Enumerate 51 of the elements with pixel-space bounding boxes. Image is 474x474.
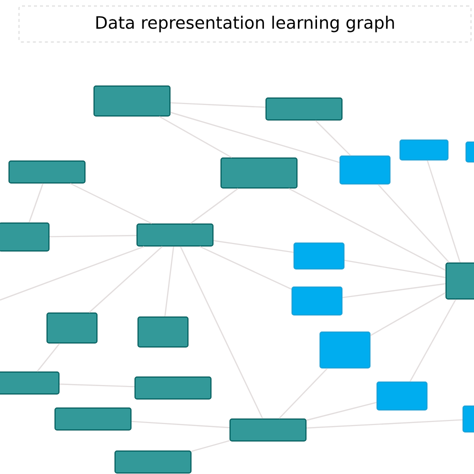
graph-node: [294, 242, 344, 270]
graph-node: [8, 160, 86, 184]
connector-line: [180, 246, 264, 419]
graph-node: [446, 262, 474, 300]
connector-line: [88, 246, 163, 313]
connector-line: [306, 402, 377, 421]
graph-node: [320, 332, 370, 368]
graph-node: [462, 406, 474, 432]
connector-line: [370, 292, 446, 336]
connector-line: [315, 120, 351, 156]
connector-line: [131, 420, 230, 428]
connector-line: [59, 384, 135, 388]
graph-node: [376, 382, 428, 410]
connector-line: [378, 184, 450, 263]
graph-node: [292, 286, 342, 316]
connector-line: [199, 246, 292, 290]
graph-node: [266, 98, 342, 120]
connector-line: [278, 368, 328, 419]
graph-node: [138, 316, 188, 348]
connector-line: [50, 234, 136, 238]
graph-node: [466, 142, 474, 162]
graph-node: [400, 140, 448, 160]
connector-line: [410, 299, 456, 382]
connector-line: [342, 283, 446, 298]
connector-line: [306, 419, 463, 429]
graph-node: [114, 450, 192, 474]
graph-node: [340, 156, 390, 184]
connector-line: [36, 343, 60, 372]
connector-line: [170, 102, 266, 108]
connector-line: [426, 160, 461, 263]
connector-line: [28, 183, 44, 223]
graph-node: [46, 312, 98, 344]
graph-node: [230, 418, 306, 442]
connector-line: [164, 246, 174, 317]
connector-line: [213, 240, 294, 253]
connector-line: [0, 246, 144, 301]
connector-line: [170, 112, 340, 164]
graph-node: [134, 376, 212, 400]
graph-node: [136, 224, 214, 246]
connector-line: [190, 188, 238, 224]
connector-line: [70, 182, 152, 224]
graph-node: [220, 158, 298, 188]
title-box: Data representation learning graph: [18, 6, 472, 42]
connector-line: [288, 188, 446, 271]
connector-line: [159, 116, 232, 158]
graph-node: [0, 372, 60, 394]
connector-line: [191, 440, 230, 452]
graph-node: [54, 408, 132, 430]
connector-line: [344, 260, 446, 278]
graph-node: [94, 86, 170, 116]
graph-node: [0, 222, 50, 252]
